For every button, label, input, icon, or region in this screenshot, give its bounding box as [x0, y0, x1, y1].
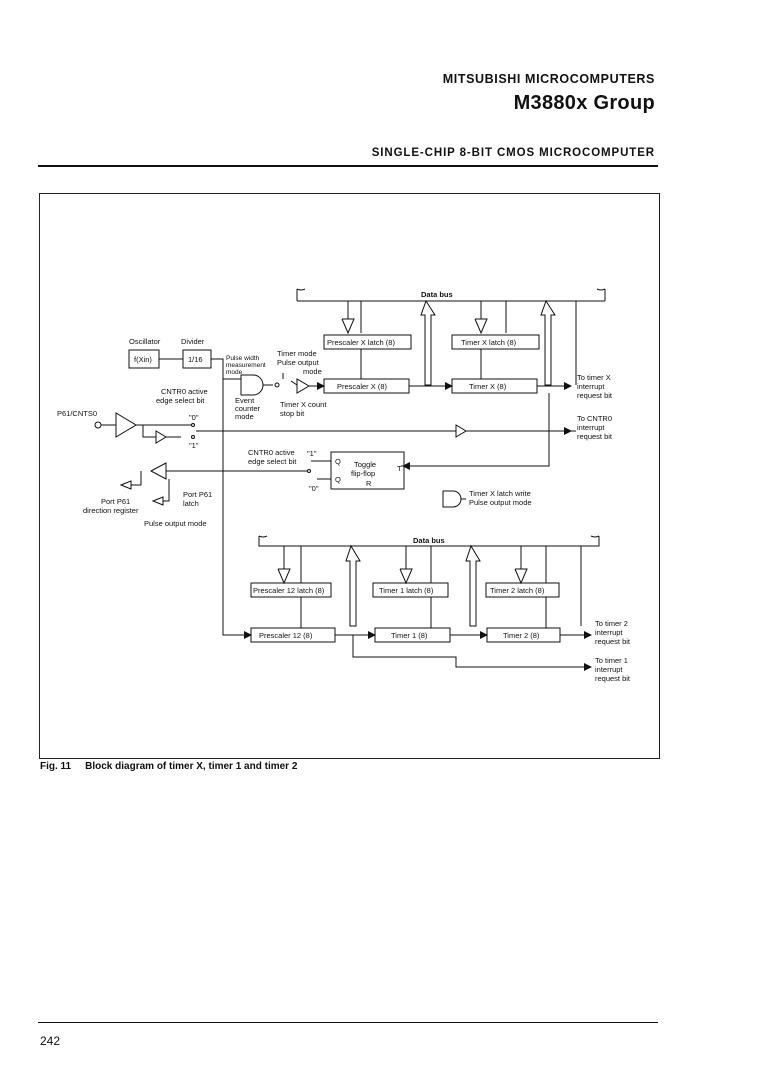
header-rule — [38, 165, 658, 167]
toggle-flip-flop-box — [330, 451, 405, 490]
oscillator-label: Oscillator — [129, 337, 161, 346]
pulse-output-mode-c-label: Pulse output mode — [144, 519, 207, 528]
cntr0-edge-label-2: edge select bit — [248, 457, 297, 466]
port-p6-dir-label-1: Port P61 — [101, 497, 130, 506]
toggle-label-1: Toggle — [354, 460, 376, 469]
pulse-output-mode-b-label: Pulse output mode — [469, 498, 532, 507]
prescaler12-latch-label: Prescaler 12 latch (8) — [253, 586, 325, 595]
prescaler-x-latch-box — [323, 334, 412, 350]
pulse-output-label-1: Pulse output — [277, 358, 320, 367]
q-bottom-label: Q — [335, 475, 341, 484]
cntr0-edge-label-1: CNTR0 active — [248, 448, 295, 457]
port-p6-dir-label-2: direction register — [83, 506, 139, 515]
r-label: R — [366, 479, 372, 488]
header-subtitle: SINGLE-CHIP 8-BIT CMOS MICROCOMPUTER — [371, 147, 655, 159]
div16-label: 1/16 — [188, 355, 203, 364]
pulse-output-label-2: mode — [303, 367, 322, 376]
port-p6-latch-label-2: latch — [183, 499, 199, 508]
to-timer2-label-1: To timer 2 — [595, 619, 628, 628]
and-gate — [240, 374, 264, 396]
timer2-label: Timer 2 (8) — [503, 631, 540, 640]
pulse-width-label-3: mode — [226, 369, 243, 376]
timer-x-count-label-1: Timer X count — [280, 400, 327, 409]
one-b-label: "1" — [307, 449, 317, 458]
timer2-latch-label: Timer 2 latch (8) — [490, 586, 545, 595]
zero-b-label: "0" — [309, 484, 319, 493]
top-data-bus-label: Data bus — [421, 290, 453, 299]
to-timer2-label-3: request bit — [595, 637, 631, 646]
prescaler12-label: Prescaler 12 (8) — [259, 631, 313, 640]
timer-block-diagram: Data bus — [57, 288, 631, 683]
event-counter-label-2: counter — [235, 404, 261, 413]
t-label: T — [397, 464, 402, 473]
to-cntr0-label-2: interrupt — [577, 423, 605, 432]
to-timer2-label-2: interrupt — [595, 628, 623, 637]
prescaler-x-label: Prescaler X (8) — [337, 382, 388, 391]
timer-x-label: Timer X (8) — [469, 382, 507, 391]
to-timer1-label-1: To timer 1 — [595, 656, 628, 665]
figure-number: Fig. 11 — [40, 761, 72, 772]
cntr0-active-label-2: edge select bit — [156, 396, 205, 405]
cntr0-active-label-1: CNTR0 active — [161, 387, 208, 396]
footer-rule — [38, 1022, 658, 1023]
timer2-latch-box — [485, 582, 560, 598]
timer-x-latch-box — [451, 334, 540, 350]
timer1-latch-label: Timer 1 latch (8) — [379, 586, 434, 595]
to-timer1-label-3: request bit — [595, 674, 631, 683]
figure-caption-text: Block diagram of timer X, timer 1 and ti… — [85, 761, 298, 772]
figure-caption: Fig. 11 Block diagram of timer X, timer 1… — [40, 761, 297, 772]
timer-mode-label: Timer mode — [277, 349, 317, 358]
to-timer-x-label-1: To timer X — [577, 373, 611, 382]
timer1-latch-box — [372, 582, 449, 598]
prescaler12-latch-box — [250, 582, 332, 598]
timer1-label: Timer 1 (8) — [391, 631, 428, 640]
to-cntr0-label-3: request bit — [577, 432, 613, 441]
event-counter-label-3: mode — [235, 412, 254, 421]
header-company: MITSUBISHI MICROCOMPUTERS — [442, 72, 655, 86]
to-timer-x-label-2: interrupt — [577, 382, 605, 391]
timer-x-count-label-2: stop bit — [280, 409, 305, 418]
prescaler-x-latch-label: Prescaler X latch (8) — [327, 338, 395, 347]
input-buffer-triangle — [115, 412, 137, 438]
timer-x-latch-write-label: Timer X latch write — [469, 489, 531, 498]
one-label: "1" — [189, 441, 199, 450]
page-number: 242 — [40, 1034, 61, 1048]
port-p6-latch-label-1: Port P61 — [183, 490, 212, 499]
divider-label: Divider — [181, 337, 205, 346]
bottom-data-bus-label: Data bus — [413, 536, 445, 545]
xin-label: f(Xin) — [134, 355, 152, 364]
pulse-width-label-1: Pulse width — [226, 355, 260, 362]
figure-frame: Data bus — [39, 193, 660, 759]
to-timer1-label-2: interrupt — [595, 665, 623, 674]
event-counter-label-1: Event — [235, 396, 255, 405]
p6-cnts-label: P61/CNTS0 — [57, 409, 97, 418]
to-cntr0-label-1: To CNTR0 — [577, 414, 612, 423]
toggle-label-2: flip-flop — [351, 469, 375, 478]
zero-label: "0" — [189, 413, 199, 422]
pulse-width-label-2: measurement — [226, 362, 266, 369]
timer-x-latch-label: Timer X latch (8) — [461, 338, 517, 347]
header-group-title: M3880x Group — [513, 92, 655, 114]
to-timer-x-label-3: request bit — [577, 391, 613, 400]
q-top-label: Q — [335, 457, 341, 466]
